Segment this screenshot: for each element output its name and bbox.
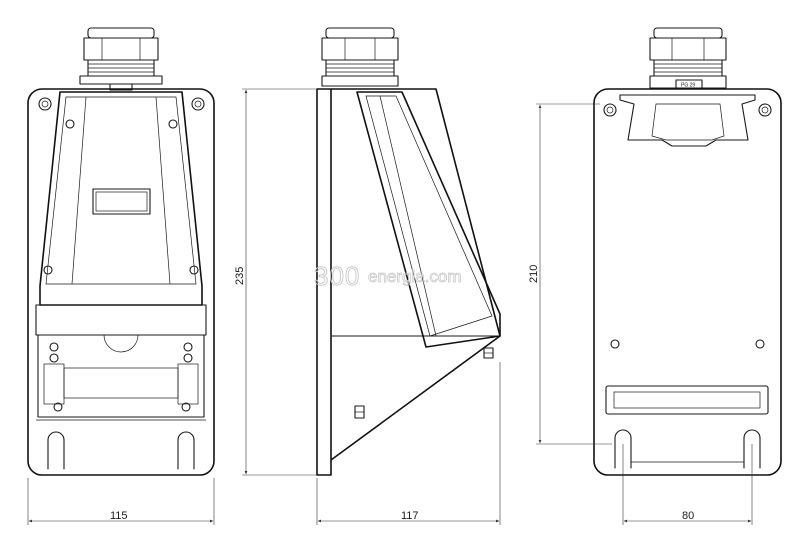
side-cable-gland	[321, 27, 399, 87]
front-cable-gland	[79, 27, 163, 91]
gland-size-label: PG 29	[681, 83, 695, 89]
dim-front-width: 115	[27, 478, 215, 525]
back-mount-hole-left	[603, 103, 617, 117]
front-terminal-screws	[43, 342, 199, 412]
dim-front-width-label: 115	[110, 510, 128, 522]
side-view	[316, 27, 501, 476]
watermark: 300 energia.com	[314, 261, 462, 292]
back-top-recess	[619, 94, 756, 147]
front-terminal-area	[37, 334, 205, 418]
watermark-text: energia.com	[368, 267, 462, 286]
side-screws	[354, 347, 494, 419]
front-mount-hole-right	[191, 97, 205, 111]
dim-back-slot-spacing-label: 80	[682, 510, 694, 522]
dim-back-height-label: 210	[528, 265, 540, 283]
front-label-window	[92, 188, 151, 215]
back-cable-gland: PG 29	[649, 27, 727, 89]
dim-back-slot-spacing: 80	[622, 444, 753, 525]
back-base-plate	[593, 88, 782, 476]
dim-side-depth-label: 117	[401, 510, 419, 522]
dim-side-height: 235	[234, 88, 316, 476]
back-mount-hole-right	[758, 103, 772, 117]
back-din-rail	[605, 385, 769, 415]
side-lid	[356, 91, 501, 348]
front-slot-left	[47, 431, 65, 470]
watermark-number: 300	[314, 261, 360, 291]
dim-side-depth: 117	[316, 362, 501, 525]
front-base-plate	[27, 88, 215, 476]
dim-side-height-label: 235	[234, 267, 246, 285]
dim-back-height: 210	[528, 103, 612, 445]
back-slot-left	[614, 429, 632, 469]
front-mount-hole-left	[38, 97, 52, 111]
front-slot-right	[177, 431, 195, 470]
side-base-plate	[316, 88, 332, 476]
back-slot-right	[743, 429, 761, 469]
front-cover	[39, 91, 203, 306]
side-housing	[330, 88, 501, 461]
back-view: PG 29	[593, 27, 782, 476]
front-view	[27, 27, 215, 476]
